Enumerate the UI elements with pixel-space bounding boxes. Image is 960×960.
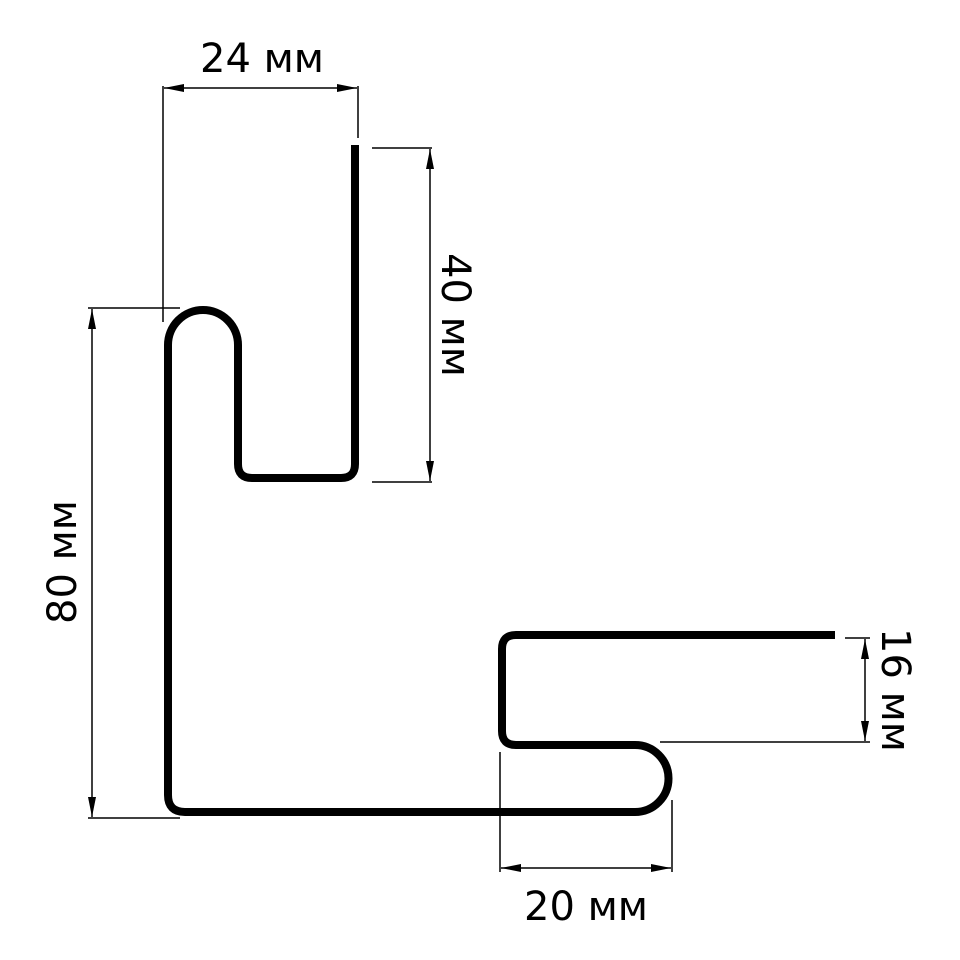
label-20mm: 20 мм bbox=[524, 884, 648, 930]
profile-outline bbox=[164, 145, 835, 816]
dimension-16mm bbox=[660, 637, 870, 743]
label-16mm: 16 мм bbox=[872, 628, 918, 752]
label-80mm: 80 мм bbox=[40, 500, 86, 624]
label-40mm: 40 мм bbox=[432, 253, 478, 377]
dimension-20mm bbox=[499, 752, 673, 872]
label-24mm: 24 мм bbox=[200, 36, 324, 82]
dimension-80mm bbox=[88, 307, 180, 819]
dimension-24mm bbox=[162, 84, 359, 322]
dimension-40mm bbox=[372, 147, 434, 483]
